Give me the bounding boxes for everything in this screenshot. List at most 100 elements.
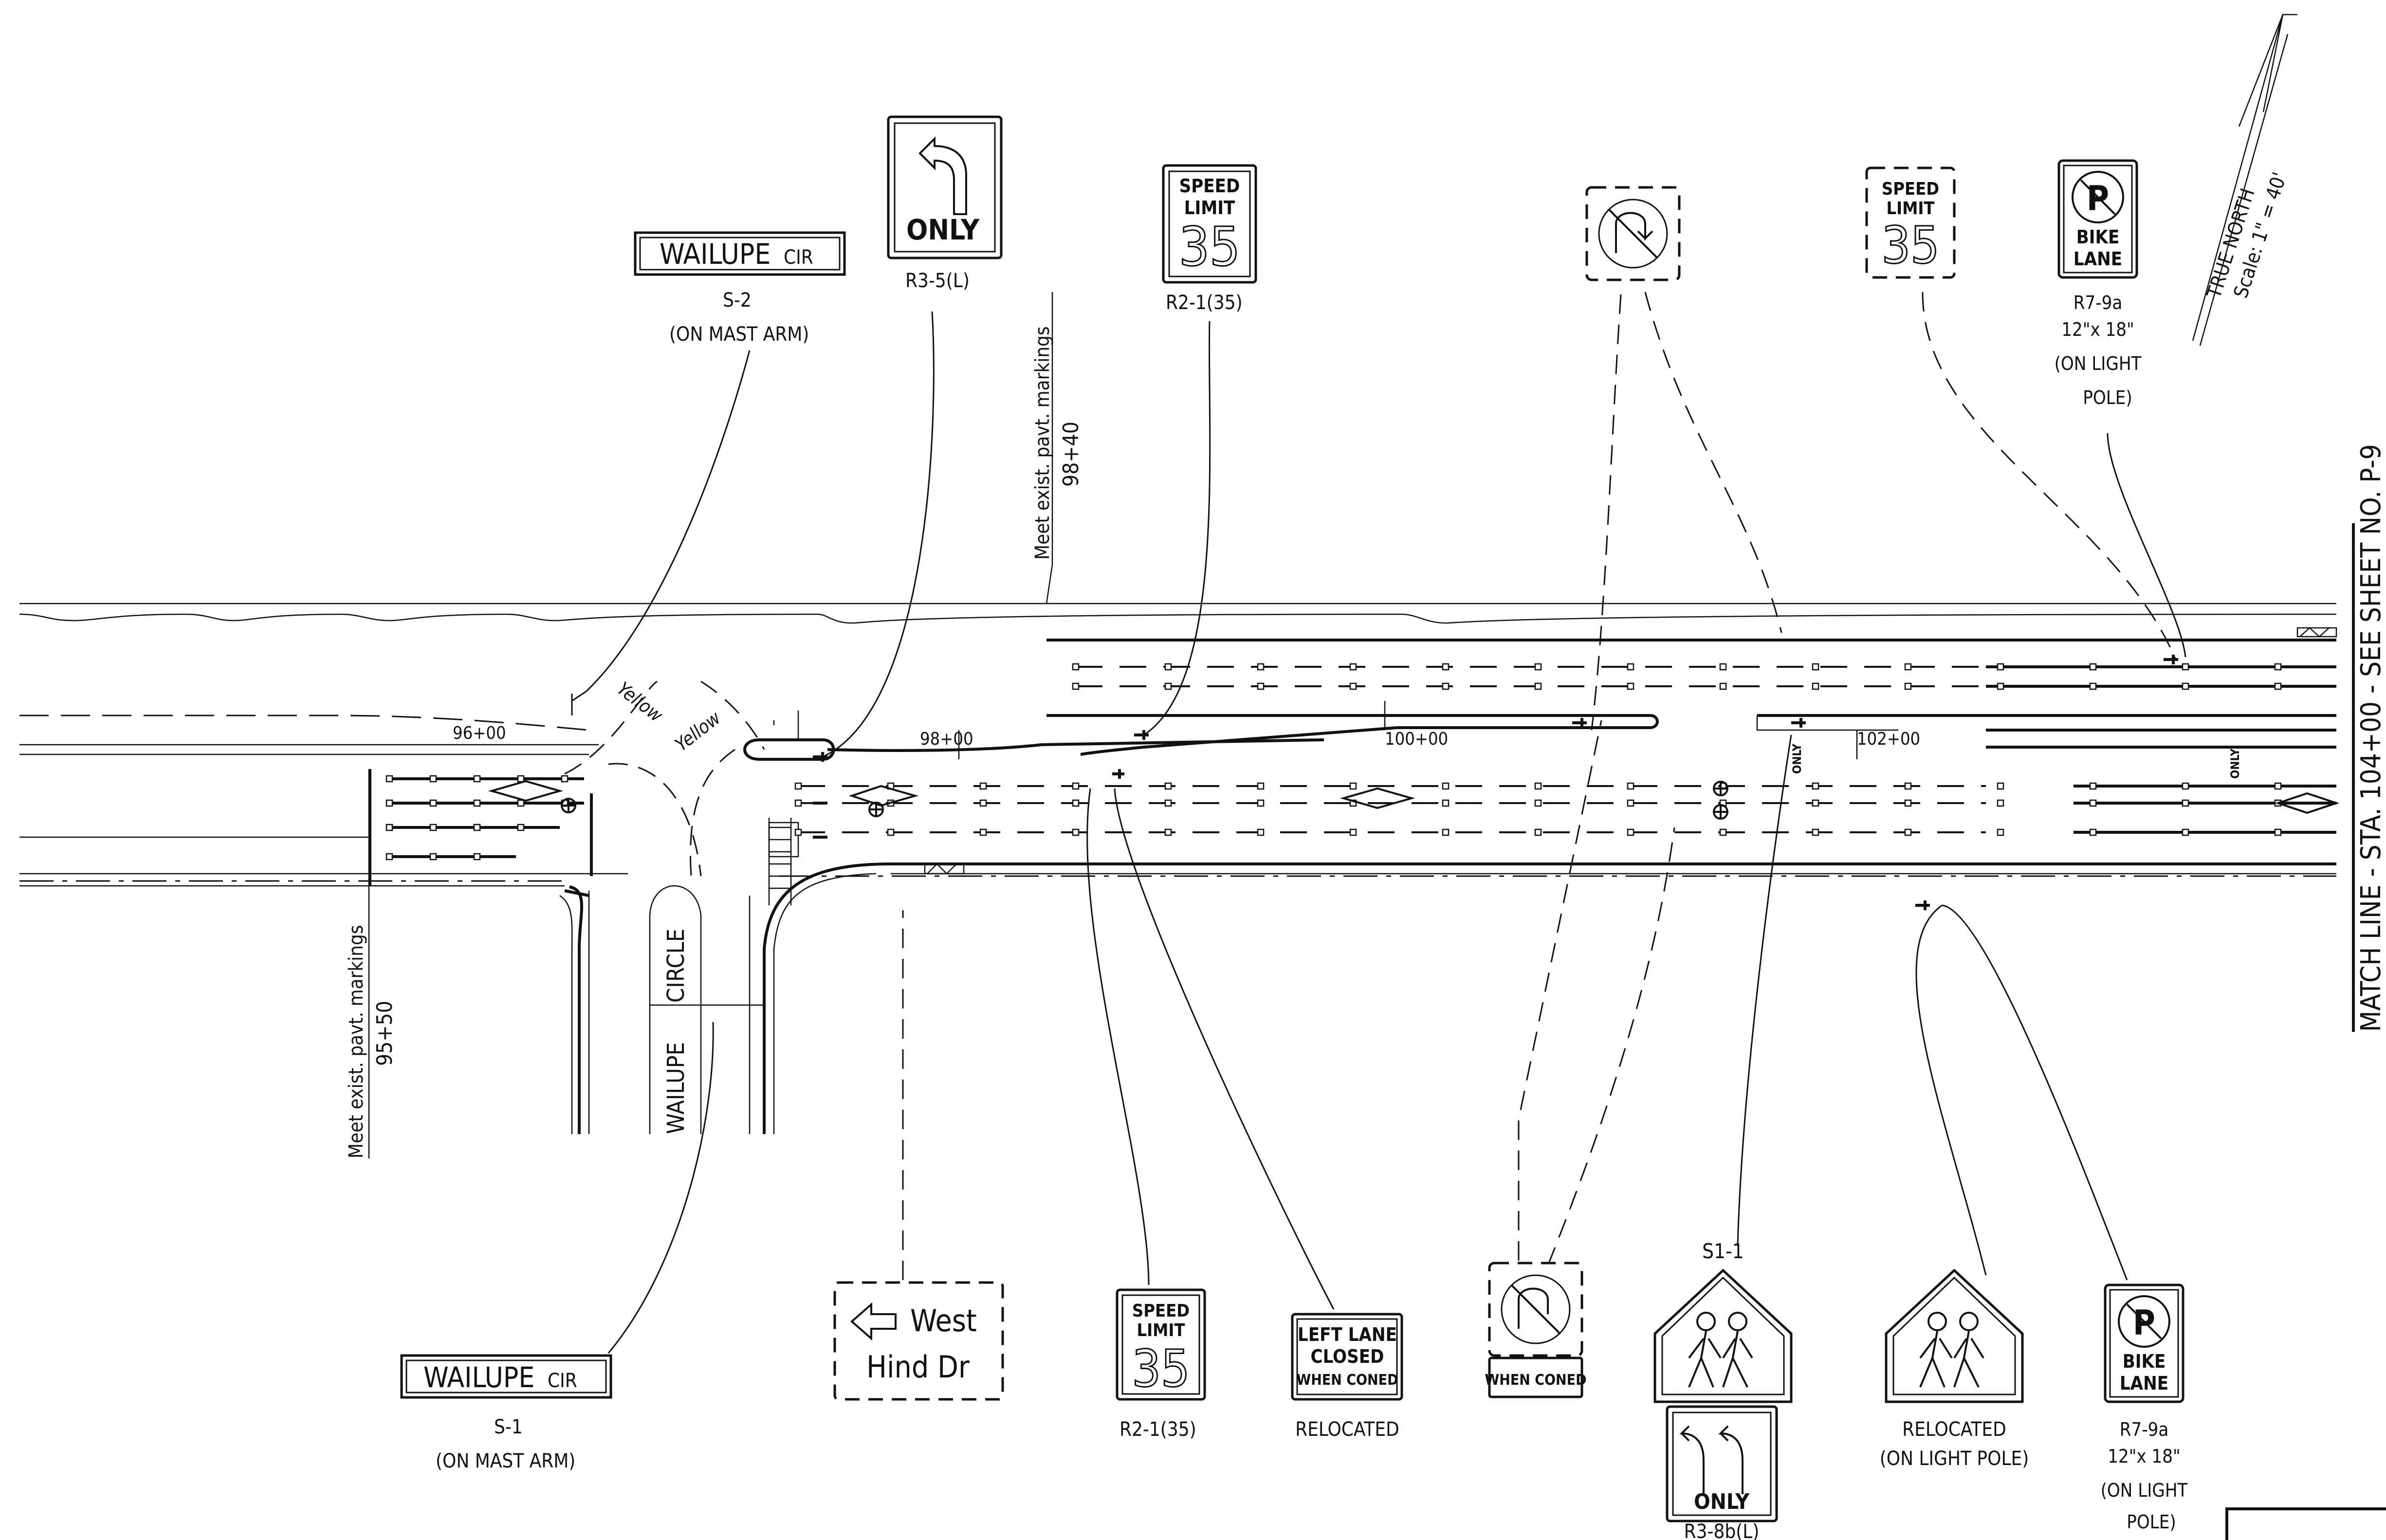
pavement-marker [1349,782,1357,790]
meet-top-station: 98+40 [1059,422,1083,487]
pavement-marker [2089,799,2097,807]
svg-text:P: P [2133,1303,2155,1343]
pavement-marker [385,853,393,861]
pavement-marker [1349,682,1357,690]
station-102: 102+00 [1857,729,1920,749]
pavement-marker [1442,828,1450,836]
pavement-marker [1904,828,1912,836]
pavement-marker [1257,682,1265,690]
bike-symbol-icon [1713,804,1728,820]
pavement-marker [1257,828,1265,836]
pavement-marker [1627,682,1634,690]
station-98: 98+00 [920,729,973,749]
pavement-marker [1997,663,2004,671]
speed-bottom-line2: LIMIT [1137,1320,1185,1340]
pavement-marker [1072,799,1080,807]
pavement-marker [1442,782,1450,790]
bike-lane-sign-bottom: P BIKE LANE R7-9a 12"x 18" (ON LIGHT POL… [2101,1283,2188,1533]
pavement-marker [1164,663,1172,671]
s1-id: S-1 [494,1416,523,1438]
pavement-marker [1349,663,1357,671]
pavement-marker [517,775,525,783]
left-only-sign: ONLY R3-5(L) [887,115,1003,292]
pavement-marker [1997,782,2004,790]
pavement-marker [2089,663,2097,671]
meet-existing-markings-top: Meet exist. pavt. markings 98+40 [1031,292,1083,604]
pavement-marker [2274,828,2282,836]
pavement-marker [1812,782,1819,790]
meet-existing-markings-bottom: Meet exist. pavt. markings 95+50 [345,769,397,1158]
pavement-marker [1719,663,1727,671]
bike-bottom-code: R7-9a [2120,1419,2169,1440]
speed-bottom-value: 35 [1132,1339,1190,1398]
pavement-marker [1072,782,1080,790]
pavement-marker [1627,663,1634,671]
pavement-marker [1997,828,2004,836]
bike-bottom-line2: LANE [2120,1373,2168,1394]
wailupe-pavement-label: WAILUPE [662,1042,690,1134]
pavement-marker [429,853,437,861]
pedestrian-icon [1919,1312,1984,1388]
bike-bottom-mount1: (ON LIGHT [2101,1480,2188,1501]
raised-pavement-markers [385,663,2282,861]
pavement-marker [517,824,525,831]
no-u-turn-when-coned-sign: WHEN CONED [1485,1262,1587,1398]
s2-name: WAILUPE [660,238,771,271]
s2-id: S-2 [723,289,752,312]
pavement-marker [1534,682,1542,690]
pavement-marker [473,824,481,831]
rumble-strip [924,863,965,875]
left-only-code: R3-5(L) [905,270,970,292]
s2-suffix: CIR [784,246,813,269]
llc-line3: WHEN CONED [1297,1372,1398,1389]
diamond-symbol [848,785,919,807]
pavement-marker [1349,828,1357,836]
pavement-only-text: ONLY [2228,749,2242,779]
crosswalk [768,818,792,905]
pavement-marker [1257,782,1265,790]
only-double-code: R3-8b(L) [1684,1521,1760,1540]
no-parking-icon: P [2118,1295,2170,1348]
u-turn-arrow-icon [1518,1287,1549,1329]
when-coned-text: WHEN CONED [1485,1372,1587,1389]
llc-note: RELOCATED [1295,1418,1399,1441]
pavement-marker [794,782,802,790]
speed-tr-value: 35 [1881,216,1939,275]
bike-symbol-icon [1713,781,1728,796]
ped-code: S1-1 [1702,1239,1744,1263]
bike-top-mount1: (ON LIGHT [2055,353,2142,374]
pavement-marker [429,799,437,807]
pavement-marker [2182,682,2189,690]
pavement-marker [385,775,393,783]
yellow-marking-label: Yellow [671,707,724,755]
pavement-marker [473,775,481,783]
bike-symbol-icon [561,798,576,813]
north-arrow: TRUE NORTH Scale: 1" = 40' [2192,14,2297,346]
meet-bottom-text: Meet exist. pavt. markings [345,925,367,1158]
pavement-marker [385,799,393,807]
bike-top-line1: BIKE [2076,226,2120,248]
s1-name: WAILUPE [423,1361,534,1394]
diamond-symbol [1340,787,1415,809]
pavement-marker [1812,799,1819,807]
pavement-marker [1997,682,2004,690]
pavement-marker [2089,782,2097,790]
bike-top-size: 12"x 18" [2061,319,2134,340]
no-parking-icon: P [2072,171,2124,223]
speed-limit-sign-top: SPEED LIMIT 35 R2-1(35) [1162,164,1257,314]
pavement-marker [1534,782,1542,790]
left-turn-arrow-icon [918,136,967,215]
llc-line1: LEFT LANE [1298,1324,1397,1345]
pavement-marker [2182,663,2189,671]
speed-bottom-line1: SPEED [1132,1301,1190,1321]
match-line: MATCH LINE - STA. 104+00 - SEE SHEET NO.… [2352,444,2386,1032]
pavement-marker [2182,799,2189,807]
pedestrian-sign-relocated: RELOCATED (ON LIGHT POLE) [1880,1268,2029,1470]
u-turn-arrow-icon [1615,212,1653,253]
bike-top-line2: LANE [2074,248,2122,270]
circle-pavement-label: CIRCLE [662,929,690,1003]
pavement-marker [2274,782,2282,790]
ped-relocated-line2: (ON LIGHT POLE) [1880,1448,2029,1470]
pavement-marker [979,782,987,790]
speed-top-line2: LIMIT [1184,197,1235,219]
